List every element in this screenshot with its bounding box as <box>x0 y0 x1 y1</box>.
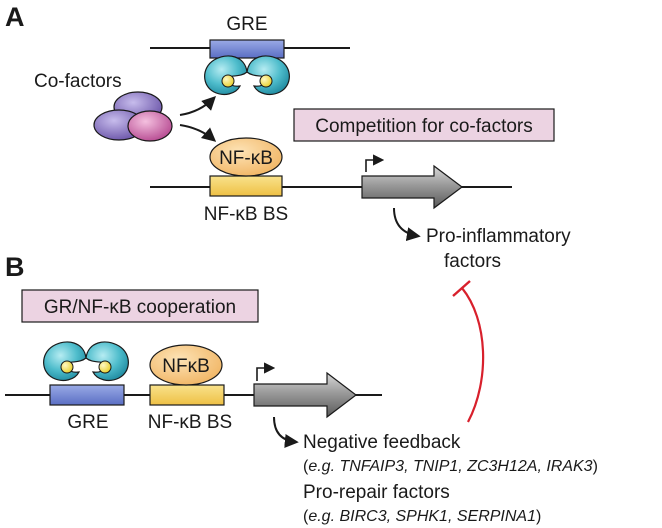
nfkb-bs-label-b: NF-κB BS <box>148 412 232 433</box>
cofactor-arrow-to-nfkb <box>179 124 217 142</box>
gre-element-b <box>49 384 125 406</box>
gene-arrow-b <box>253 371 357 419</box>
competition-label: Competition for co-factors <box>315 116 533 137</box>
cooperation-label: GR/NF-κB cooperation <box>44 297 236 318</box>
nfkb-protein-a <box>209 137 283 177</box>
nfkb-protein-b <box>149 344 223 386</box>
nfkb-bs-label-a: NF-κB BS <box>204 204 288 225</box>
panel-b-letter: B <box>5 252 25 282</box>
gr-dimer-a <box>204 55 290 96</box>
pro-repair-examples: (e.g. BIRC3, SPHK1, SERPINA1) <box>303 508 541 525</box>
nf-open-paren: ( <box>303 458 309 475</box>
nfkb-binding-site-a <box>209 175 283 197</box>
expression-arrow-a <box>393 207 421 242</box>
inhibition-line <box>461 287 485 423</box>
nf-genes: TNFAIP3, TNIP1, ZC3H12A, IRAK3 <box>339 458 592 475</box>
gre-label-b: GRE <box>67 412 108 433</box>
nfkb-protein-label-b: NFκB <box>162 356 210 377</box>
cooperation-box <box>21 289 259 323</box>
expression-arrow-b <box>273 416 299 448</box>
cofactor-arrow-to-gr <box>179 96 216 116</box>
gre-label-a: GRE <box>226 14 267 35</box>
nfkb-binding-site-b <box>149 384 225 406</box>
cofactor-complex <box>93 91 173 142</box>
inhibition-bar <box>452 280 471 297</box>
pr-open-paren: ( <box>303 508 309 525</box>
competition-box <box>293 108 555 142</box>
pr-close-paren: ) <box>536 508 541 525</box>
nfkb-protein-label-a: NF-κB <box>219 148 273 169</box>
gre-element-a <box>209 39 285 59</box>
negative-feedback-examples: (e.g. TNFAIP3, TNIP1, ZC3H12A, IRAK3) <box>303 458 598 475</box>
pr-eg: e.g. <box>308 508 335 525</box>
proinflammatory-label-1: Pro-inflammatory <box>426 226 571 247</box>
nf-close-paren: ) <box>593 458 598 475</box>
nf-eg: e.g. <box>308 458 335 475</box>
panel-a-letter: A <box>5 2 25 32</box>
gene-arrow-a <box>361 164 463 210</box>
cofactors-label: Co-factors <box>34 71 122 92</box>
proinflammatory-label-2: factors <box>444 251 501 272</box>
negative-feedback-label: Negative feedback <box>303 432 461 453</box>
tss-arrow-b <box>256 362 276 381</box>
gr-dimer-b <box>43 341 129 382</box>
pro-repair-label: Pro-repair factors <box>303 482 450 503</box>
pr-genes: BIRC3, SPHK1, SERPINA1 <box>339 508 536 525</box>
tss-arrow-a <box>365 154 385 172</box>
